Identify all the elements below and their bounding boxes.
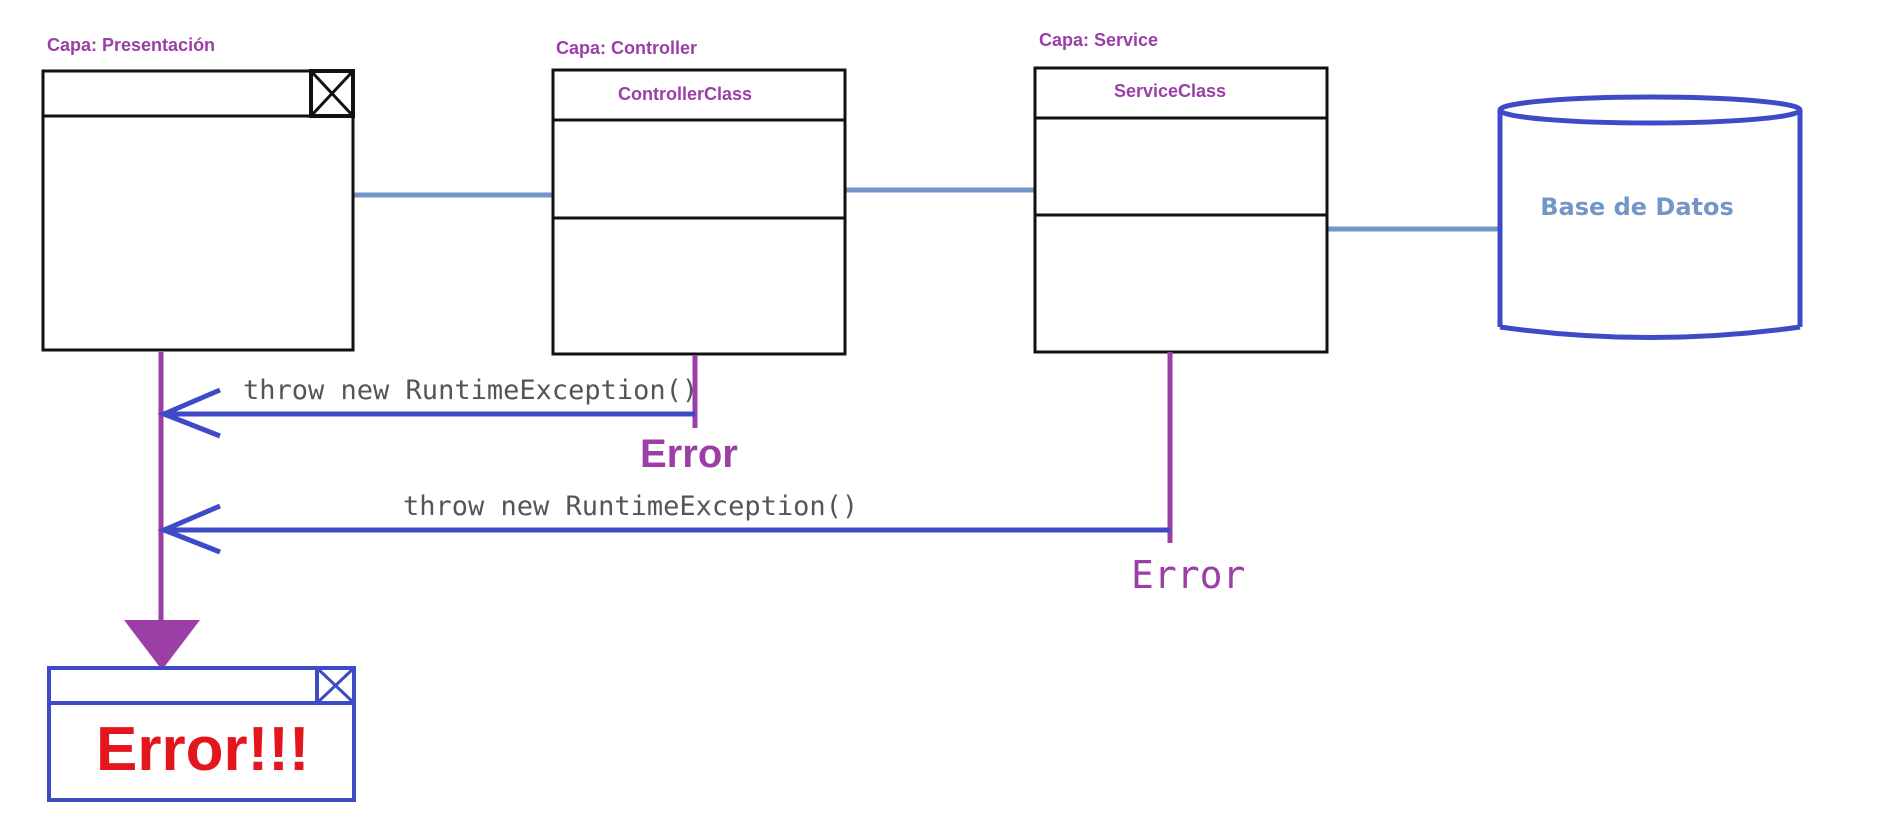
error-window-message: Error!!!: [96, 715, 310, 784]
service-class-box: ServiceClass: [1033, 66, 1329, 354]
controller-class-name: ControllerClass: [618, 84, 752, 104]
controller-error-label: Error: [640, 432, 738, 476]
database-label: Base de Datos: [1540, 193, 1734, 221]
service-error-label: Error: [1131, 553, 1245, 597]
presentation-window: [41, 69, 355, 352]
close-icon: [309, 69, 355, 118]
database-cylinder: Base de Datos: [1497, 94, 1803, 340]
layer-label-presentation: Capa: Presentación: [47, 35, 215, 55]
down-arrowhead: [124, 620, 200, 670]
layer-label-controller: Capa: Controller: [556, 38, 697, 58]
controller-throw-text: throw new RuntimeException(): [243, 375, 698, 406]
service-class-name: ServiceClass: [1114, 81, 1226, 101]
layer-label-service: Capa: Service: [1039, 30, 1158, 50]
close-icon: [315, 666, 356, 705]
error-window: Error!!!: [47, 666, 356, 802]
controller-exception-arrow: [157, 387, 695, 439]
service-throw-text: throw new RuntimeException(): [403, 491, 858, 522]
controller-class-box: ControllerClass: [551, 68, 847, 356]
service-exception-arrow: [157, 503, 1170, 555]
